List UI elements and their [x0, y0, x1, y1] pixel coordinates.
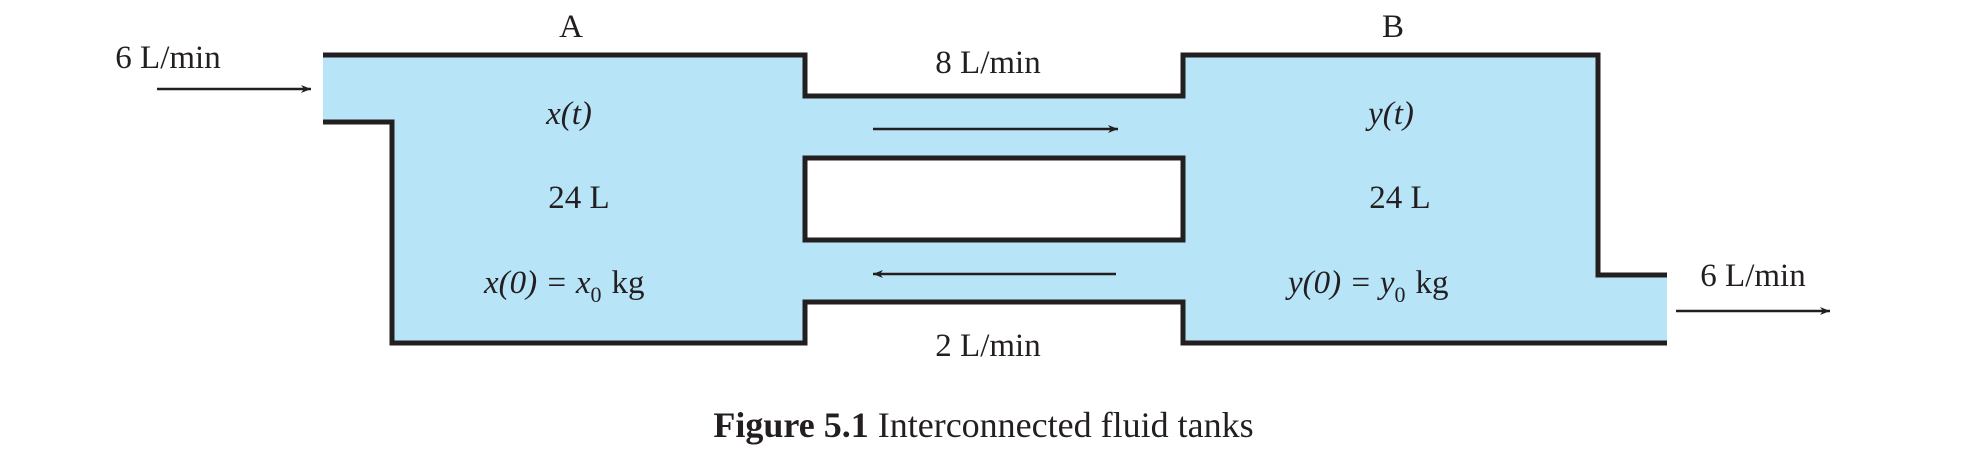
tank-a-fluid [323, 55, 805, 343]
tank-b-variable: y(t) [1365, 96, 1414, 132]
figure-caption: Figure 5.1 Interconnected fluid tanks [0, 404, 1967, 446]
tank-b-initial: y(0) = y0 kg [1285, 265, 1449, 307]
tank-b-fluid [1183, 55, 1667, 343]
outflow-label: 6 L/min [1700, 258, 1805, 294]
tank-b-initial-sub: 0 [1395, 282, 1406, 307]
b-to-a-label: 2 L/min [935, 328, 1040, 364]
tank-a-initial-main: x(0) = x [483, 265, 591, 301]
a-to-b-label: 8 L/min [935, 45, 1040, 81]
tank-diagram: A B 6 L/min 8 L/min 2 L/min 6 L/min x(t)… [115, 9, 1830, 364]
tank-a-initial-sub: 0 [591, 282, 602, 307]
inflow-label: 6 L/min [115, 40, 220, 76]
center-block [802, 155, 1186, 243]
figure-caption-label: Figure 5.1 [713, 405, 869, 445]
tank-b-label: B [1382, 9, 1404, 45]
figure-caption-text: Interconnected fluid tanks [877, 405, 1254, 445]
upper-pipe-fluid [805, 96, 1183, 158]
lower-pipe-fluid [805, 240, 1183, 302]
tank-a-variable: x(t) [545, 96, 592, 132]
tank-a-top-wall [323, 52, 1667, 278]
tank-b-initial-unit: kg [1416, 265, 1449, 301]
tank-b-volume: 24 L [1369, 180, 1430, 216]
tank-a-bottom-wall [323, 119, 1667, 346]
tank-a-initial-unit: kg [612, 265, 645, 301]
tank-a-label: A [559, 9, 583, 45]
tank-a-initial: x(0) = x0 kg [483, 265, 645, 307]
tank-a-volume: 24 L [548, 180, 609, 216]
tank-b-initial-main: y(0) = y [1285, 265, 1395, 301]
